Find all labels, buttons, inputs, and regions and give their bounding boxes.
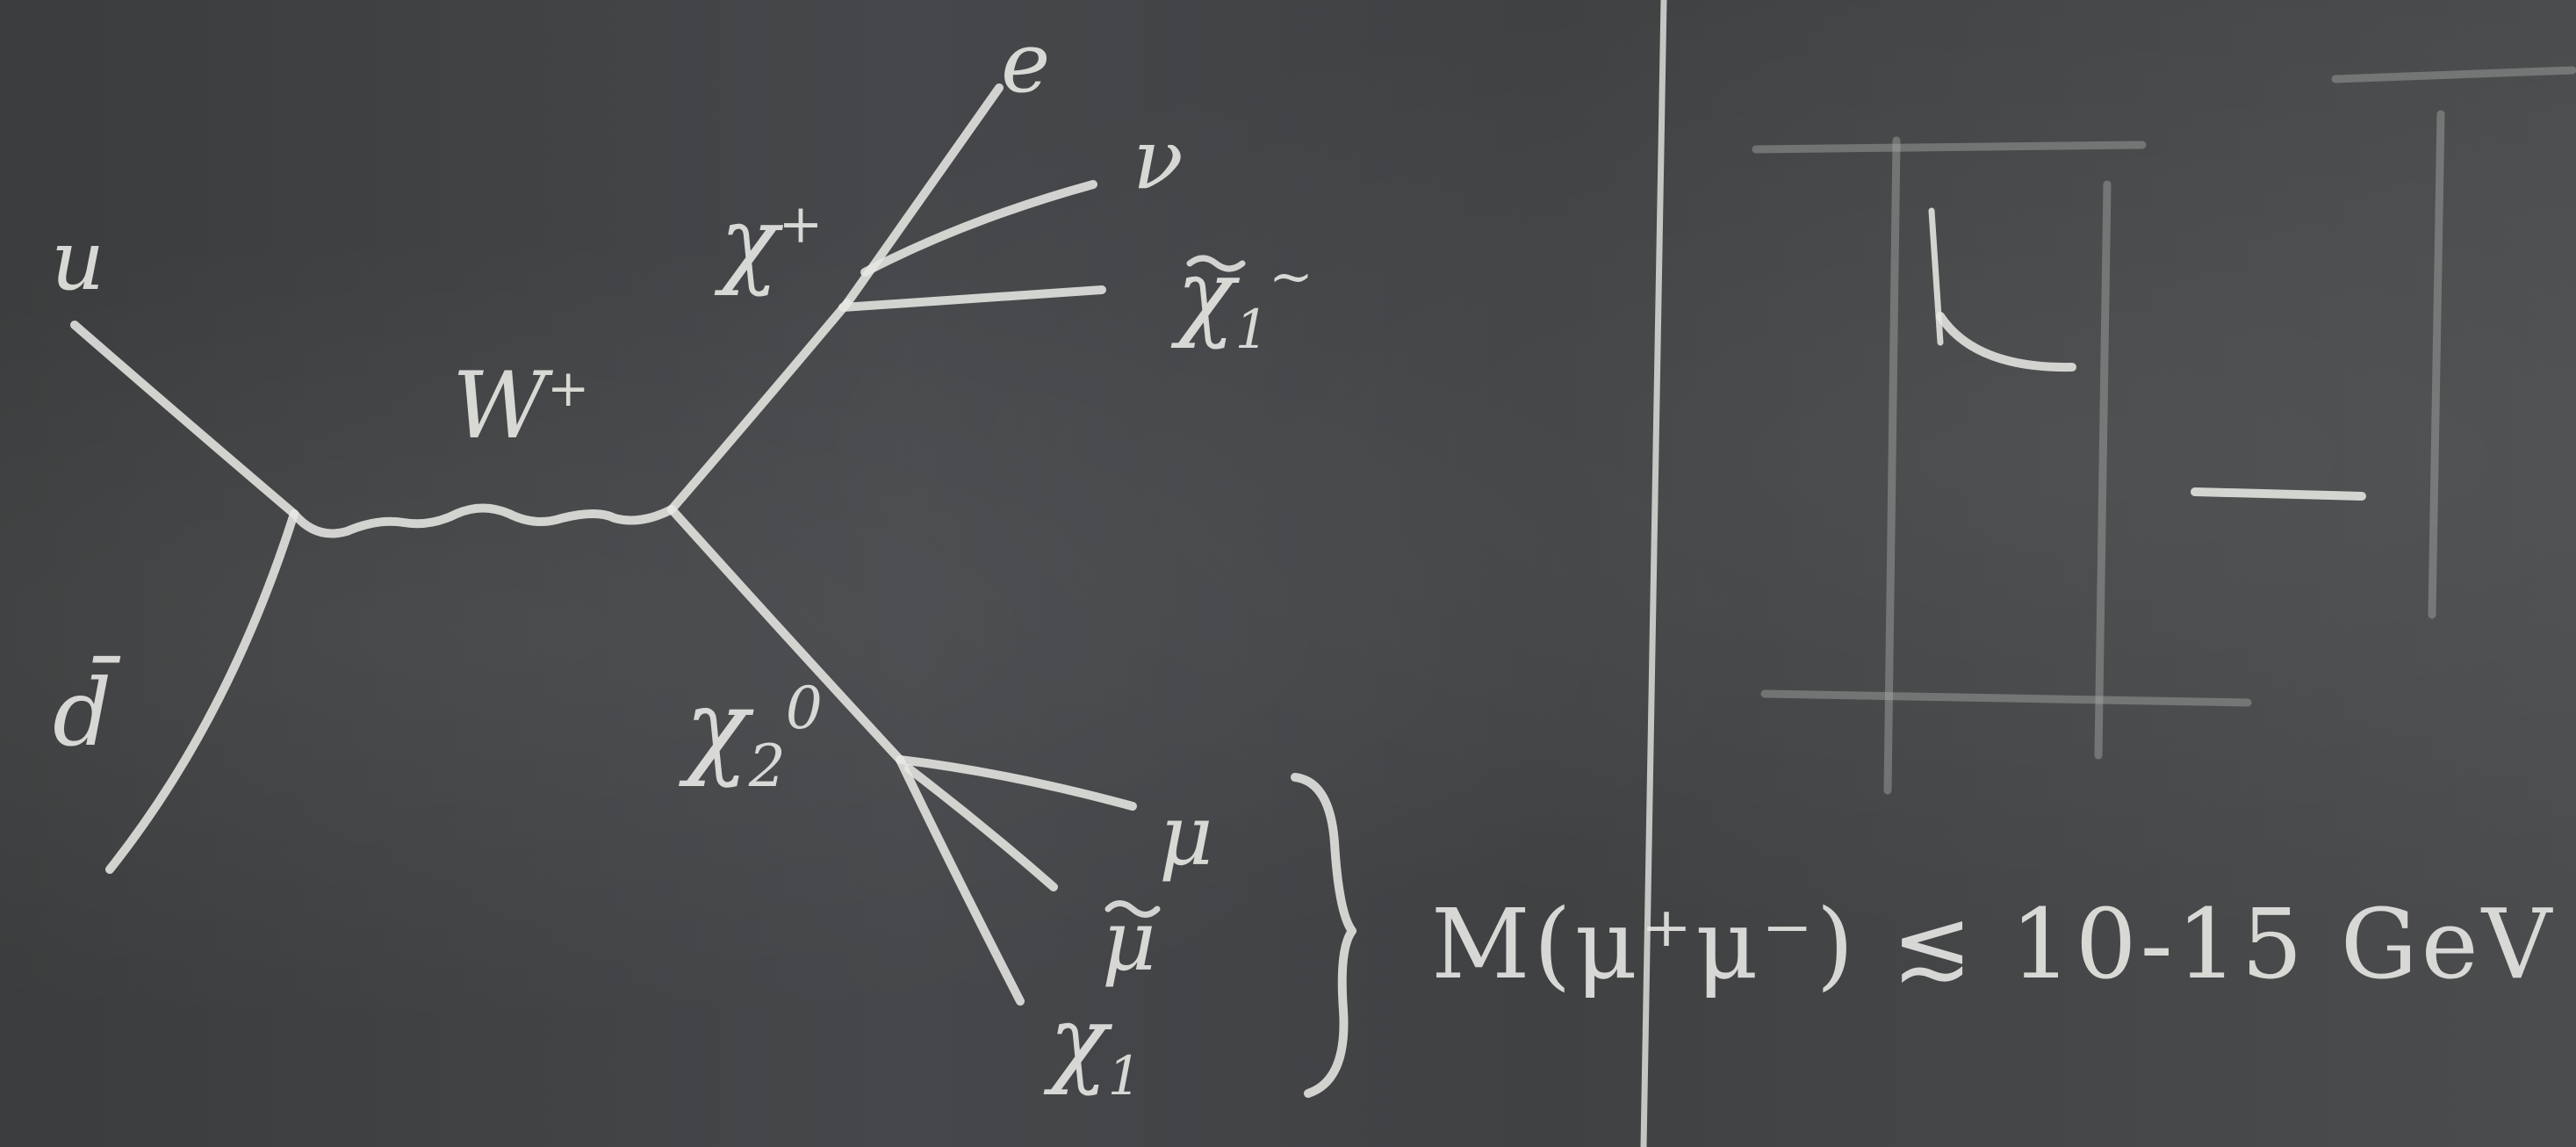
chi1-neutral-charge: ~ [1269, 246, 1313, 308]
erased-line-1 [1752, 141, 2147, 154]
chi1-final-symbol: χ [1049, 985, 1108, 1097]
chi1-final-index: 1 [1107, 1046, 1142, 1107]
tilde-mark-2 [1105, 900, 1161, 918]
chi2-charge: 0 [785, 674, 823, 742]
chi1-neutral-symbol: χ [1176, 238, 1235, 350]
u-quark-line [70, 321, 299, 518]
label-w-boson: W+ [452, 360, 589, 452]
label-e: e [1001, 15, 1051, 112]
erased-line-5 [2331, 66, 2576, 83]
dbar-quark-line [105, 509, 299, 874]
label-nu: ν [1133, 112, 1184, 208]
label-u: u [51, 213, 105, 309]
chi-plus-symbol: χ [720, 185, 779, 298]
chi1-neutral-index: 1 [1234, 299, 1270, 361]
chi2-line [667, 505, 904, 764]
muon-minus-line [904, 764, 1058, 891]
label-mu-minus: μ [1102, 893, 1156, 990]
chi1-line [838, 285, 1106, 312]
erased-line-3 [1883, 136, 1901, 795]
w-charge: + [546, 358, 590, 418]
label-chi2-zero: χ20 [685, 676, 823, 796]
board-divider-line [1640, 0, 1667, 1147]
chi1-final-line [896, 755, 1025, 1006]
label-chi-plus: χ+ [720, 193, 823, 290]
label-dbar: d̄ [53, 660, 112, 767]
erased-line-2 [1760, 689, 2252, 707]
chi2-index: 2 [748, 732, 786, 800]
mass-expression: M(μ⁺μ⁻) ≲ 10-15 GeV [1431, 888, 2556, 1000]
erased-line-6 [2428, 110, 2445, 619]
label-chi1-final: χ1 [1049, 992, 1141, 1104]
tilde-mark-1 [1186, 255, 1246, 272]
label-mu-plus: μ [1159, 788, 1213, 884]
chi2-symbol: χ [685, 667, 749, 790]
right-panel-line-3 [1928, 207, 1944, 346]
curly-brace [1291, 773, 1356, 1098]
right-panel-line-1 [1936, 312, 2076, 372]
label-chi1-neutral: χ1~ [1176, 246, 1313, 357]
erased-line-4 [2094, 180, 2112, 760]
w-boson-line [290, 503, 676, 538]
muon-plus-line [896, 755, 1137, 811]
w-symbol: W [452, 352, 547, 459]
chi-plus-charge: + [778, 193, 824, 256]
neutrino-line [860, 180, 1097, 277]
chi-plus-line [667, 299, 852, 514]
right-panel-line-2 [2191, 487, 2366, 501]
